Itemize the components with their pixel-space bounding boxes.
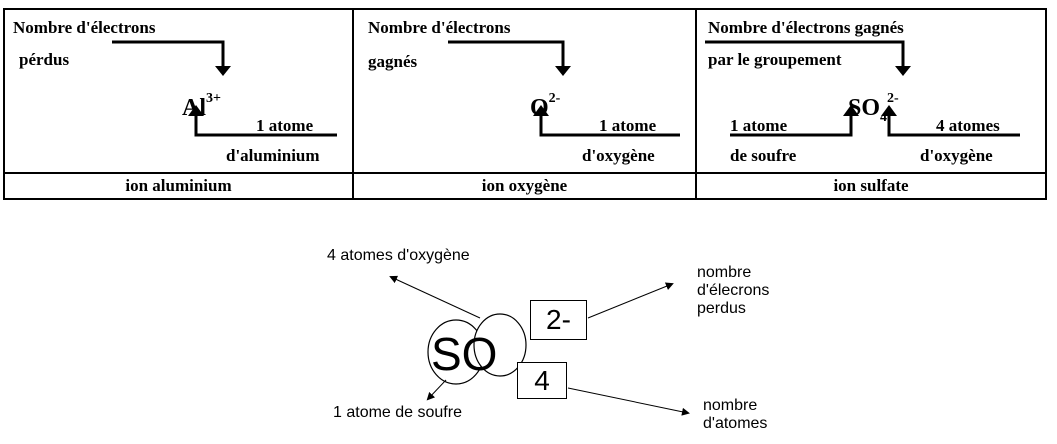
label-electrons: nombre d'élecrons perdus <box>697 264 769 318</box>
table-arrows <box>112 40 1020 137</box>
right-count: 4 atomes <box>936 116 1000 135</box>
arrow-o-gained <box>448 40 565 68</box>
so-symbol: SO <box>431 328 498 380</box>
label-electrons-line: d'élecrons <box>697 282 770 299</box>
side-label: par le groupement <box>708 50 842 69</box>
formula-charge: 2- <box>548 91 561 106</box>
atom-name: d'oxygène <box>582 146 655 165</box>
arrow-to-electrons-label <box>587 282 674 319</box>
arrow-to-sulfur-label <box>426 379 447 401</box>
cell-sulfate: Nombre d'électrons gagnés par le groupem… <box>697 10 1045 172</box>
arrow-to-oxygen-label <box>389 275 481 319</box>
table-arrowheads <box>188 66 911 116</box>
formula-charge: 3+ <box>206 91 221 106</box>
formula-index: 4 <box>880 109 888 125</box>
top-label: Nombre d'électrons <box>368 18 511 37</box>
left-name: de soufre <box>730 146 797 165</box>
formula-base: SO <box>848 95 881 121</box>
label-atoms: nombre d'atomes <box>703 397 767 433</box>
right-name: d'oxygène <box>920 146 993 165</box>
caption-oxygene: ion oxygène <box>354 172 697 198</box>
cell-aluminium: Nombre d'électrons pérdus Al3+ 1 atome d… <box>5 10 354 172</box>
caption-sulfate: ion sulfate <box>697 172 1045 198</box>
atom-count: 1 atome <box>599 116 657 135</box>
oxygen-atom <box>473 313 527 377</box>
caption-aluminium: ion aluminium <box>5 172 354 198</box>
top-label: Nombre d'électrons gagnés <box>708 18 904 37</box>
arrow-so4-gained <box>705 40 905 68</box>
label-atoms-line: nombre <box>703 397 758 414</box>
arrow-to-atoms-label <box>567 387 690 416</box>
arrow-s-atom <box>730 114 853 137</box>
pointer-arrows <box>389 275 690 416</box>
label-sulfur-atom: 1 atome de soufre <box>333 404 462 421</box>
arrow-o-atom <box>539 114 680 137</box>
side-label: pérdus <box>19 50 70 69</box>
side-label: gagnés <box>368 52 418 71</box>
arrow-o4-atoms <box>887 114 1020 137</box>
label-oxygen-atoms: 4 atomes d'oxygène <box>327 247 470 264</box>
left-count: 1 atome <box>730 116 788 135</box>
ion-table: Nombre d'électrons pérdus Al3+ 1 atome d… <box>3 8 1047 200</box>
arrow-lost-electrons <box>112 40 225 68</box>
label-electrons-line: perdus <box>697 300 746 317</box>
label-electrons-line: nombre <box>697 264 752 281</box>
cell-oxygene: Nombre d'électrons gagnés O2- 1 atome d'… <box>354 10 697 172</box>
atom-count: 1 atome <box>256 116 314 135</box>
formula-charge: 2- <box>887 91 899 106</box>
atom-name: d'aluminium <box>226 146 320 165</box>
charge-box: 2- <box>530 300 587 340</box>
formula-so4: SO4 2- <box>848 90 899 131</box>
arrow-al-atom <box>194 114 337 137</box>
top-label: Nombre d'électrons <box>13 18 156 37</box>
so-atoms <box>427 313 527 385</box>
label-atoms-line: d'atomes <box>703 415 768 432</box>
index-box: 4 <box>517 362 567 399</box>
